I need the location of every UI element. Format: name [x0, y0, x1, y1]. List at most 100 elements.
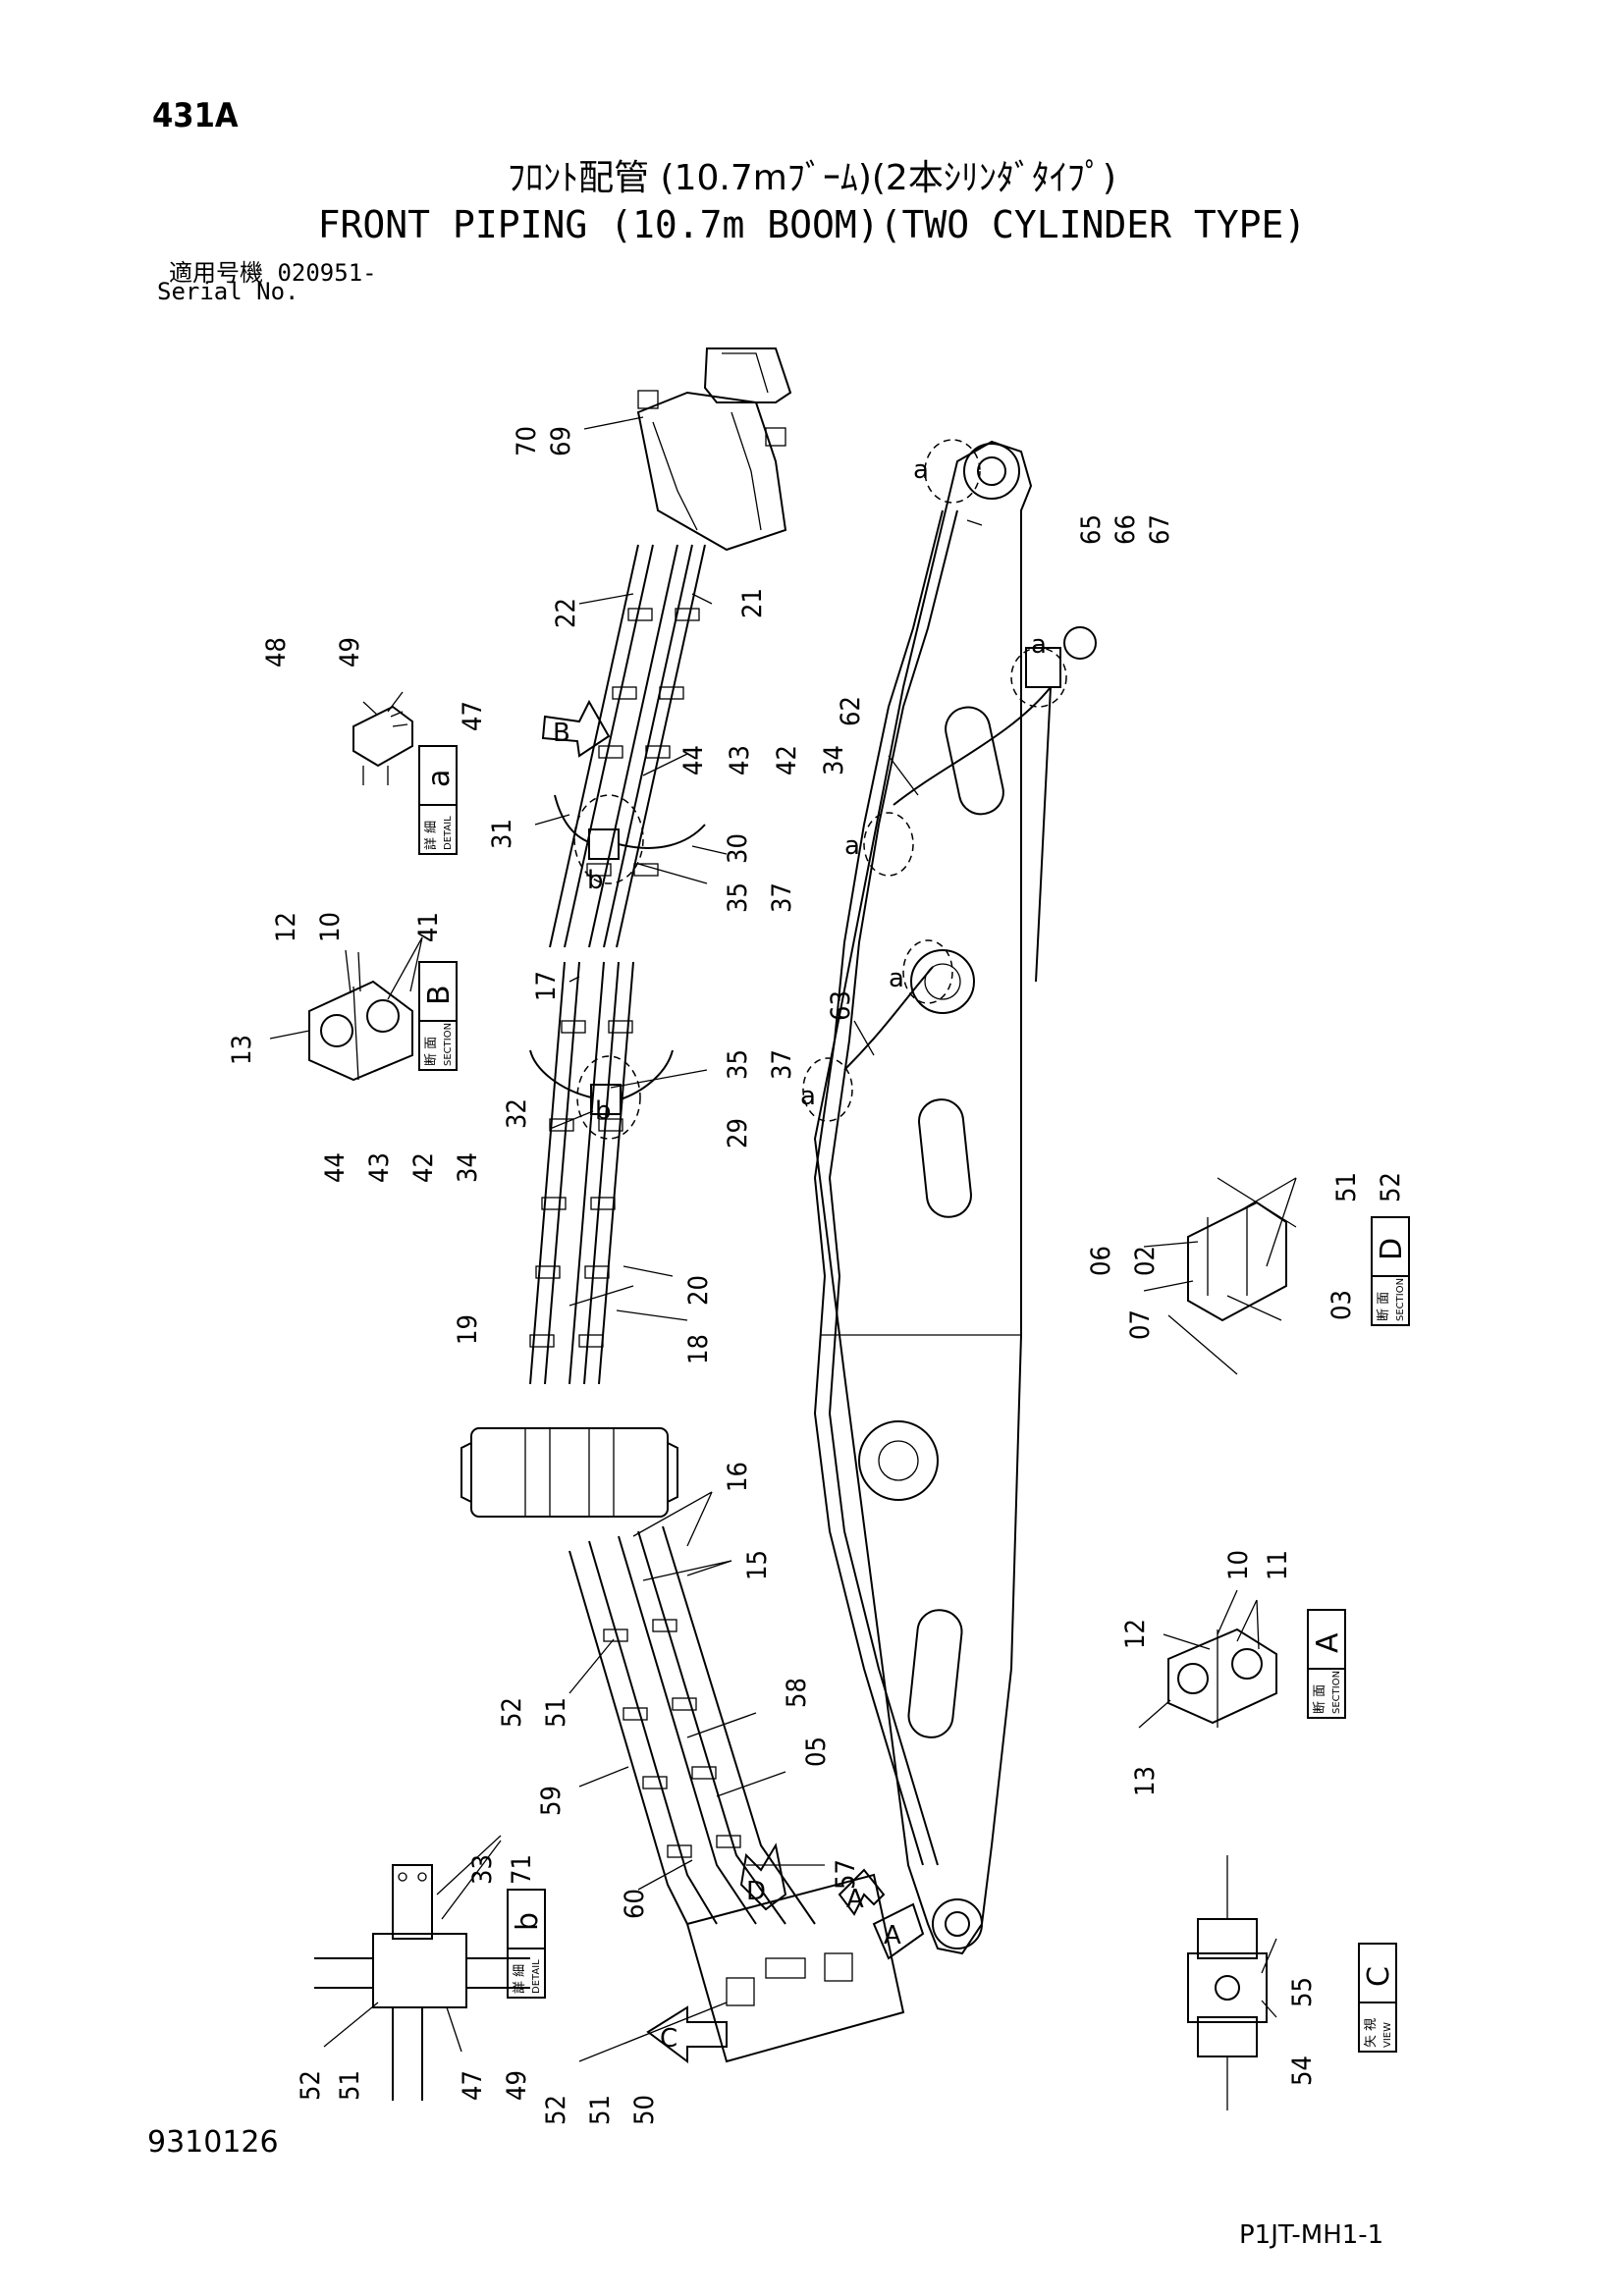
svg-text:35: 35 — [723, 1049, 753, 1080]
svg-text:59: 59 — [536, 1786, 567, 1816]
detail-mark-a2: a — [1031, 630, 1047, 660]
sheet-code: P1JT-MH1-1 — [1239, 2220, 1384, 2250]
svg-text:52: 52 — [497, 1697, 527, 1728]
svg-text:43: 43 — [364, 1152, 395, 1183]
label-box-detail-a: 詳 細 DETAIL a — [418, 745, 458, 855]
svg-text:30: 30 — [723, 833, 753, 864]
svg-text:A: A — [846, 1885, 864, 1914]
svg-text:C: C — [1362, 1966, 1396, 1987]
svg-text:矢 視: 矢 視 — [1364, 2018, 1379, 2048]
svg-text:69: 69 — [546, 426, 576, 456]
svg-text:34: 34 — [819, 745, 849, 775]
svg-text:51: 51 — [585, 2095, 616, 2125]
svg-text:VIEW: VIEW — [1382, 2022, 1393, 2048]
label-box-view-c: 矢 視 VIEW C — [1358, 1943, 1397, 2053]
svg-text:67: 67 — [1145, 514, 1175, 545]
svg-text:21: 21 — [737, 588, 768, 618]
svg-text:b: b — [511, 1912, 545, 1931]
svg-text:47: 47 — [458, 701, 488, 731]
svg-text:35: 35 — [723, 882, 753, 913]
svg-text:60: 60 — [620, 1889, 650, 1919]
boom-body — [802, 439, 1097, 1955]
svg-text:71: 71 — [507, 1854, 537, 1885]
svg-text:SECTION: SECTION — [443, 1023, 454, 1066]
svg-text:10: 10 — [1223, 1550, 1254, 1580]
detail-mark-a1: a — [913, 455, 929, 485]
detail-mark-a3: a — [844, 831, 860, 861]
section-b-view — [308, 980, 413, 1082]
leader-lines — [269, 416, 1297, 2062]
label-box-section-a: 断 面 SECTION A — [1307, 1609, 1346, 1719]
svg-text:18: 18 — [683, 1334, 714, 1364]
serial-label-english: Serial No. — [157, 278, 299, 305]
svg-text:SECTION: SECTION — [1331, 1671, 1342, 1714]
svg-text:19: 19 — [453, 1314, 483, 1345]
svg-text:52: 52 — [541, 2095, 571, 2125]
svg-text:57: 57 — [831, 1859, 861, 1890]
svg-text:15: 15 — [742, 1550, 773, 1580]
svg-text:49: 49 — [335, 637, 365, 667]
svg-text:51: 51 — [541, 1697, 571, 1728]
view-c-view — [1187, 1855, 1268, 2110]
svg-text:70: 70 — [512, 426, 542, 456]
pivot-drum — [460, 1427, 678, 1518]
svg-text:43: 43 — [725, 745, 755, 775]
svg-text:51: 51 — [335, 2070, 365, 2101]
svg-text:42: 42 — [772, 745, 802, 775]
upper-boom-piping — [529, 347, 792, 1385]
svg-text:51: 51 — [1331, 1172, 1362, 1202]
svg-text:20: 20 — [683, 1275, 714, 1306]
view-arrow-c: C — [646, 2005, 728, 2063]
view-arrow-d: D — [739, 1842, 787, 1911]
svg-text:06: 06 — [1086, 1246, 1116, 1276]
svg-text:44: 44 — [320, 1152, 351, 1183]
svg-text:29: 29 — [723, 1118, 753, 1148]
view-arrow-b: B — [541, 699, 611, 758]
svg-text:37: 37 — [767, 882, 797, 913]
svg-text:63: 63 — [826, 990, 856, 1021]
label-box-section-b: 断 面 SECTION B — [418, 961, 458, 1071]
svg-text:17: 17 — [531, 971, 562, 1001]
section-d-view — [1167, 1177, 1297, 1375]
svg-text:断 面: 断 面 — [1313, 1684, 1327, 1714]
svg-text:52: 52 — [296, 2070, 326, 2101]
svg-text:03: 03 — [1326, 1290, 1357, 1320]
svg-text:33: 33 — [467, 1854, 498, 1885]
svg-text:07: 07 — [1125, 1309, 1156, 1340]
svg-text:B: B — [553, 719, 570, 748]
detail-mark-a4: a — [889, 964, 904, 993]
svg-text:05: 05 — [801, 1736, 832, 1767]
svg-text:詳 細: 詳 細 — [423, 821, 439, 850]
svg-text:B: B — [422, 985, 457, 1005]
svg-text:断 面: 断 面 — [1377, 1292, 1391, 1321]
label-box-detail-b: 詳 細 DETAIL b — [507, 1889, 546, 1999]
svg-text:66: 66 — [1110, 514, 1141, 545]
label-box-section-d: 断 面 SECTION D — [1371, 1216, 1410, 1326]
svg-text:34: 34 — [453, 1152, 483, 1183]
svg-text:41: 41 — [413, 912, 444, 942]
title-english: FRONT PIPING (10.7m BOOM)(TWO CYLINDER T… — [317, 203, 1307, 246]
detail-a-view — [352, 691, 413, 785]
svg-text:DETAIL: DETAIL — [531, 1959, 542, 1994]
svg-text:A: A — [884, 1921, 901, 1950]
title-japanese: ﾌﾛﾝﾄ配管 (10.7mﾌﾞｰﾑ)(2本ｼﾘﾝﾀﾞﾀｲﾌﾟ) — [508, 158, 1116, 198]
section-a-view — [1167, 1628, 1277, 1728]
svg-text:52: 52 — [1376, 1172, 1406, 1202]
svg-text:12: 12 — [1120, 1619, 1151, 1649]
svg-text:16: 16 — [723, 1462, 753, 1492]
svg-text:44: 44 — [678, 745, 709, 775]
svg-text:65: 65 — [1076, 514, 1107, 545]
page-code: 431A — [152, 96, 239, 135]
svg-text:DETAIL: DETAIL — [443, 816, 454, 850]
svg-text:02: 02 — [1130, 1246, 1161, 1276]
svg-text:SECTION: SECTION — [1395, 1278, 1406, 1321]
detail-b-view — [314, 1864, 530, 2101]
svg-text:54: 54 — [1287, 2056, 1318, 2086]
svg-text:55: 55 — [1287, 1977, 1318, 2007]
svg-text:22: 22 — [551, 598, 581, 628]
svg-text:50: 50 — [629, 2095, 660, 2125]
svg-text:断 面: 断 面 — [424, 1037, 439, 1066]
svg-text:13: 13 — [1130, 1766, 1161, 1796]
svg-text:32: 32 — [502, 1098, 532, 1129]
